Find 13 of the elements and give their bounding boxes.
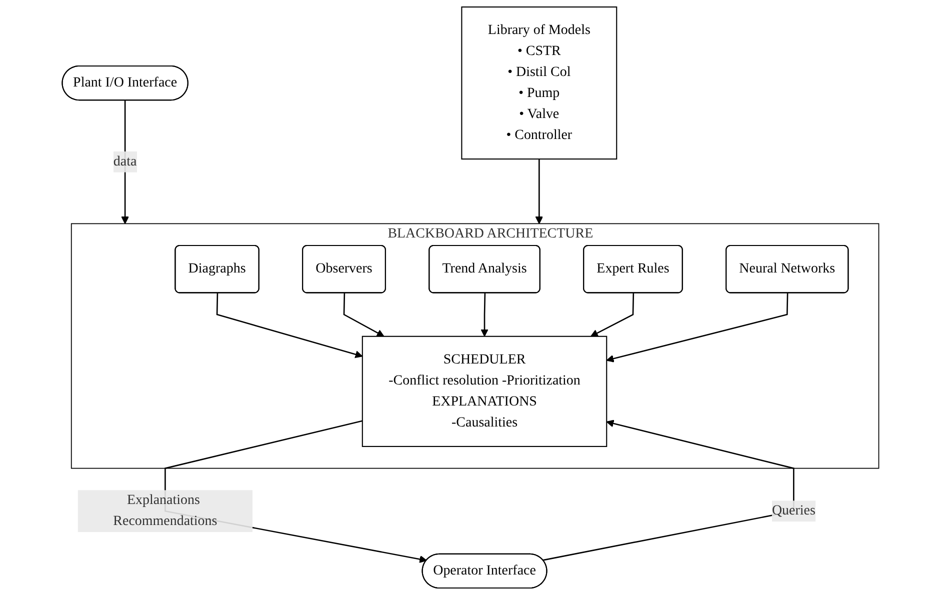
node-box: Library of Models • CSTR • Distil Col • Pump • Valve • Controller: [461, 6, 618, 160]
edge-label: Explanations Recommendations: [113, 492, 218, 529]
edge-label: data: [113, 154, 137, 169]
arrow: [606, 293, 788, 362]
arrow: [480, 293, 488, 337]
arrow: [343, 293, 384, 337]
arrow: [542, 420, 794, 561]
arrow: [216, 293, 363, 358]
node-box: SCHEDULER -Conflict resolution -Prioritization EXPLANATIONS -Causalities: [362, 336, 608, 447]
arrow: [121, 100, 129, 224]
arrow: [535, 159, 543, 224]
edge-label: Queries: [772, 503, 816, 518]
arrow: [590, 293, 634, 337]
